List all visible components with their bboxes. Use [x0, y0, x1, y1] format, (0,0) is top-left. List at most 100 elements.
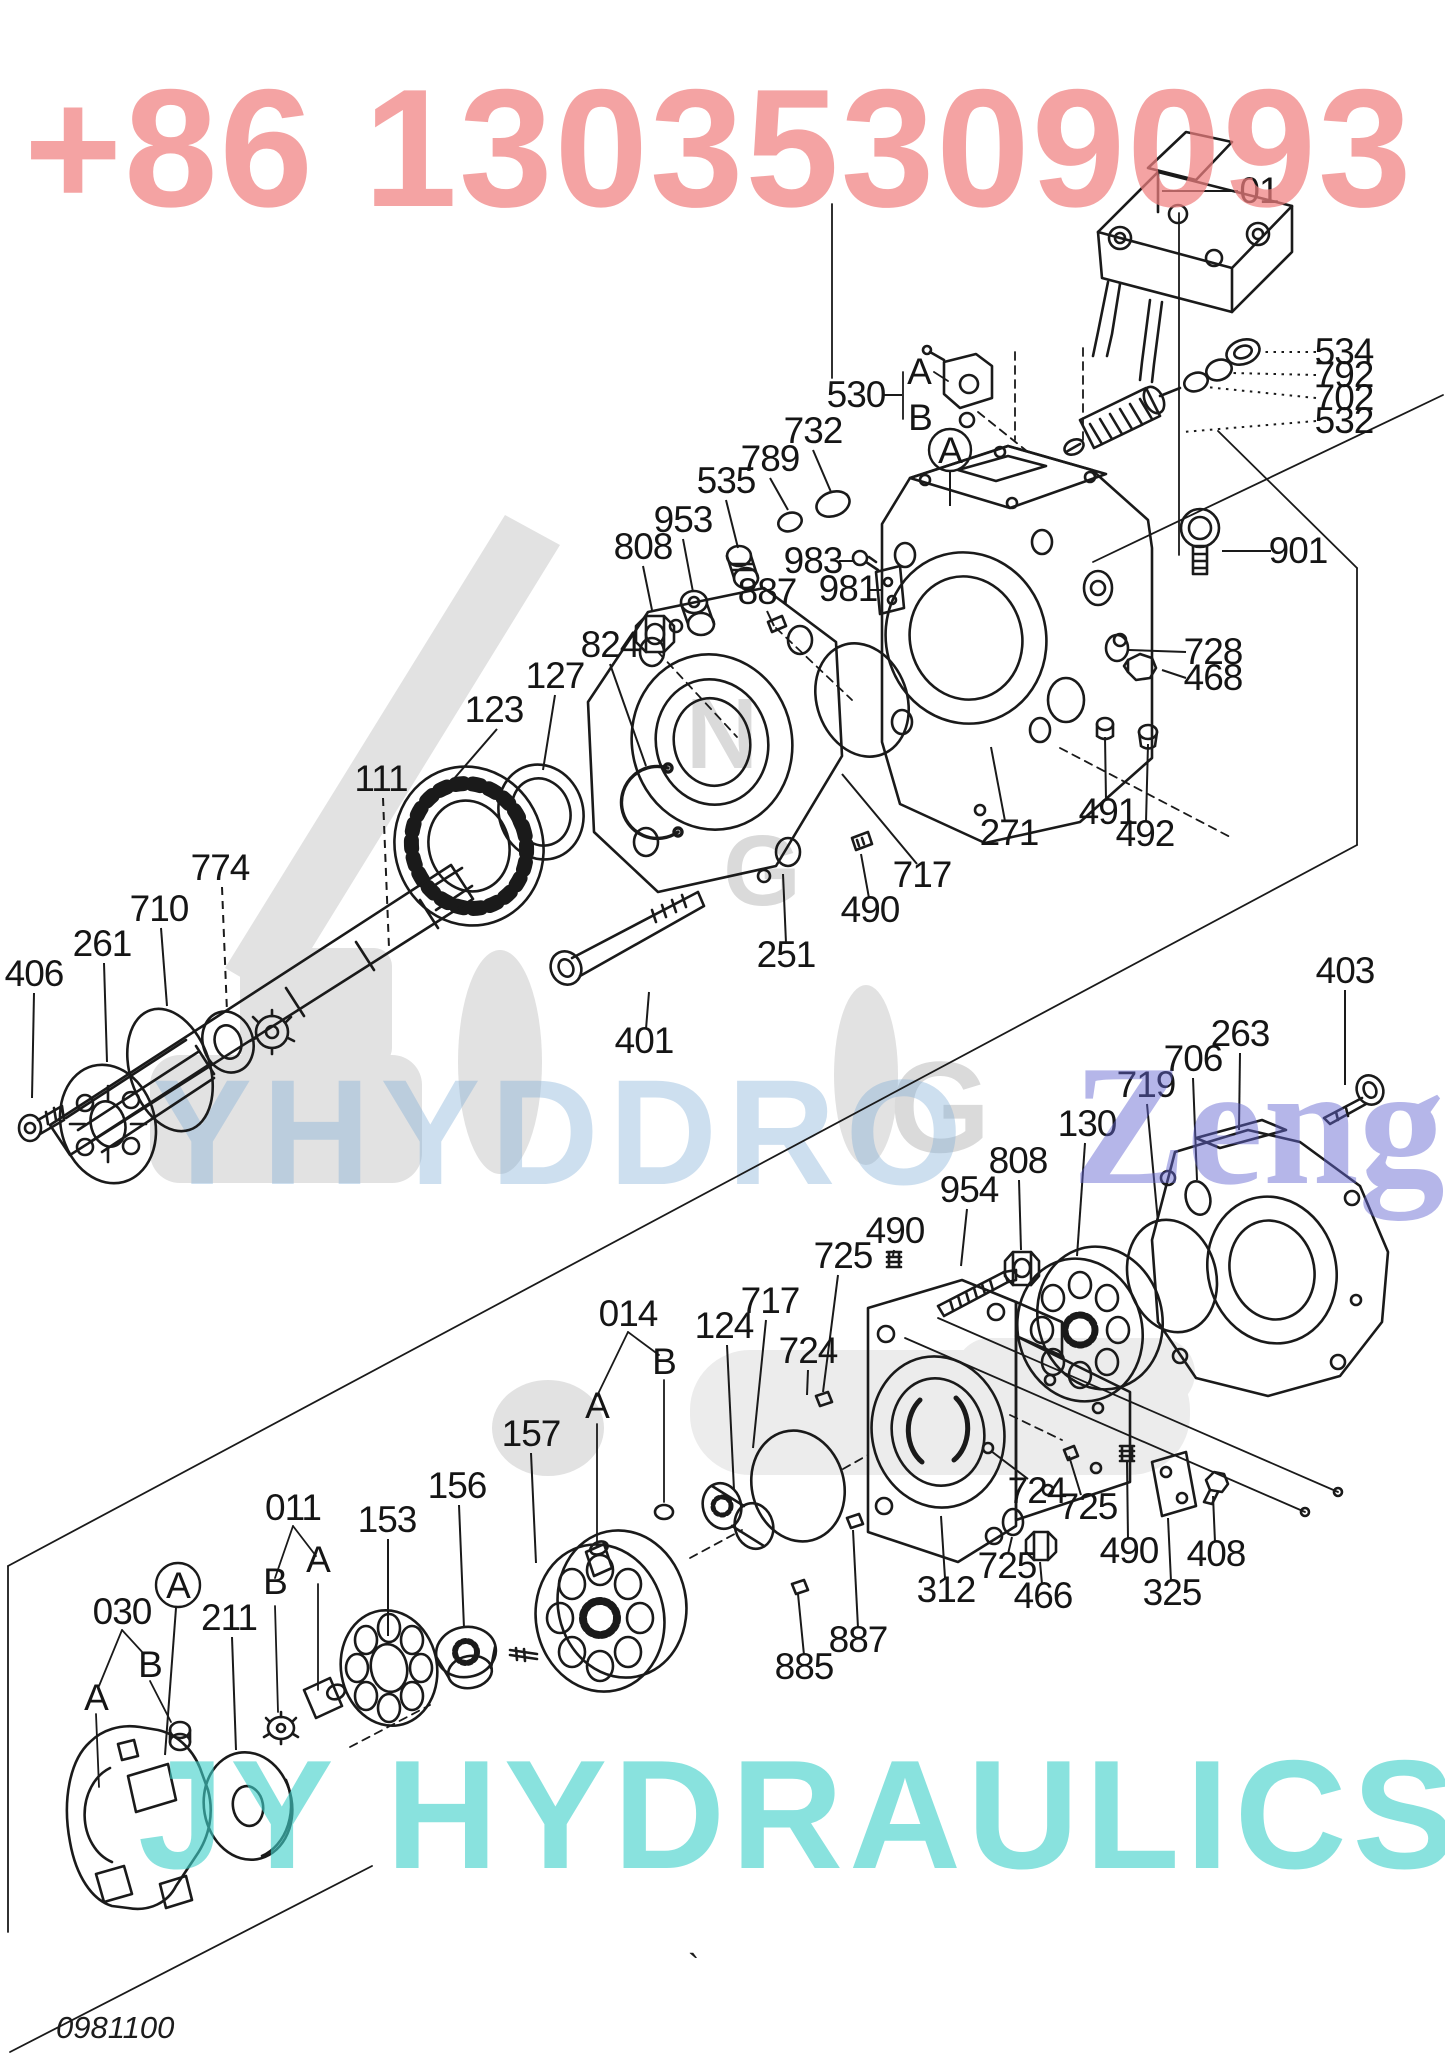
leader-line [1146, 1103, 1159, 1223]
part-callout: 792 [1315, 354, 1374, 395]
seal-706 [1184, 1179, 1212, 1217]
part-callout: 490 [866, 1210, 925, 1251]
leader-line [822, 1274, 839, 1393]
callout-brackets [95, 371, 949, 1788]
retainer-plate-153 [339, 1608, 439, 1728]
circled-letter-ring [154, 1561, 202, 1609]
part-callout: 725 [978, 1545, 1037, 1586]
leader-line [892, 1249, 895, 1257]
part-callout: 261 [73, 923, 132, 964]
part-callout: 953 [654, 499, 713, 540]
part-callout: 123 [465, 689, 524, 730]
plug-466-oring-725 [1001, 1507, 1058, 1562]
part-callout: 468 [1184, 657, 1243, 698]
part-callout: 127 [526, 655, 585, 696]
leader-line [1212, 1495, 1216, 1543]
part-callout: 710 [130, 888, 189, 929]
part-callout: 728 [1184, 631, 1243, 672]
leader-line [530, 1452, 537, 1564]
pin-725-lower [814, 1390, 834, 1408]
part-callout: 901 [1269, 530, 1328, 571]
snap-ring-824 [619, 762, 684, 841]
plug-534 [1225, 338, 1261, 366]
leader-line [990, 1450, 1029, 1480]
seal-flange-261 [58, 1063, 158, 1185]
gray-letter-watermarks: N G G [686, 678, 991, 1180]
piston-011 [262, 1676, 347, 1746]
bearing-123 [393, 765, 545, 927]
shoe-plate-211 [202, 1750, 294, 1862]
part-callout: 491 [1079, 791, 1138, 832]
nut-808-lower [1003, 1250, 1041, 1287]
bolt-406 [17, 1104, 66, 1143]
part-callout: 312 [917, 1569, 976, 1610]
part-callout: B [263, 1561, 287, 1602]
part-callout: 492 [1116, 813, 1175, 854]
front-cover-251 [586, 586, 844, 894]
rear-cover-263 [1150, 1118, 1390, 1398]
pins-885-887 [790, 1512, 865, 1596]
part-callout: A [907, 351, 932, 392]
relief-valve-532 [1063, 338, 1261, 456]
eye-bolt-901 [1179, 507, 1221, 576]
screw-983-plate-981 [851, 549, 906, 616]
solenoid-valve-530 [921, 344, 994, 429]
part-callout: 983 [784, 540, 843, 581]
leader-line [960, 1208, 968, 1267]
oring-792 [1205, 358, 1233, 382]
leader-line [160, 927, 168, 1007]
part-callout: 724 [779, 1330, 838, 1371]
leader-line [31, 992, 35, 1099]
part-callout: 408 [1187, 1533, 1246, 1574]
part-callout: A [84, 1677, 109, 1718]
leader-line [1104, 736, 1107, 801]
part-callout: 719 [1117, 1064, 1176, 1105]
part-callout: 014 [599, 1293, 658, 1334]
leader-line [164, 1607, 177, 1756]
part-callout: 011 [265, 1487, 321, 1528]
circled-letter-ring [927, 427, 973, 473]
part-callout: B [908, 397, 932, 438]
bolt-403 [1322, 1074, 1385, 1126]
part-callout: 532 [1315, 400, 1374, 441]
part-callout: 251 [757, 934, 816, 975]
leader-line [806, 1369, 809, 1396]
part-callout: B [652, 1341, 676, 1382]
part-callout: 403 [1316, 950, 1375, 991]
leader-line [852, 1529, 859, 1629]
circled-letter: A [938, 430, 963, 471]
leader-line [726, 1344, 735, 1491]
leader-line [458, 1504, 465, 1629]
oring-732 [815, 490, 851, 518]
callout-layer: 01530AB732789535953808824127123111774710… [5, 170, 1375, 1756]
leader-line [725, 499, 739, 549]
leader-line [1007, 1536, 1013, 1555]
nut-808-upper [634, 614, 676, 654]
part-callout: 887 [829, 1619, 888, 1660]
leader-line [1068, 1455, 1082, 1496]
leader-line [769, 477, 789, 511]
part-callout: 153 [358, 1499, 417, 1540]
rotating-group-130 [1015, 1245, 1165, 1403]
leader-line [1145, 743, 1149, 823]
leader-line [752, 1319, 767, 1449]
leader-line [231, 1636, 237, 1751]
main-housing-271 [880, 444, 1154, 845]
set-screw-490-upper [850, 830, 874, 852]
part-callout: A [306, 1539, 331, 1580]
leader-line [645, 991, 650, 1030]
leader-line [1167, 1517, 1172, 1582]
leader-line [221, 886, 228, 1013]
pin-887-upper [766, 614, 788, 634]
leader-line [990, 746, 1006, 822]
piston-shoe-014 [584, 1503, 675, 1578]
part-callout: 124 [695, 1305, 754, 1346]
oring-789 [777, 511, 803, 533]
part-callout: 717 [741, 1280, 800, 1321]
plug-535 [725, 544, 760, 590]
adjust-screw-954 [936, 1268, 1018, 1318]
part-callout: 490 [841, 889, 900, 930]
leader-line [1182, 420, 1317, 433]
leader-line [1128, 649, 1187, 653]
